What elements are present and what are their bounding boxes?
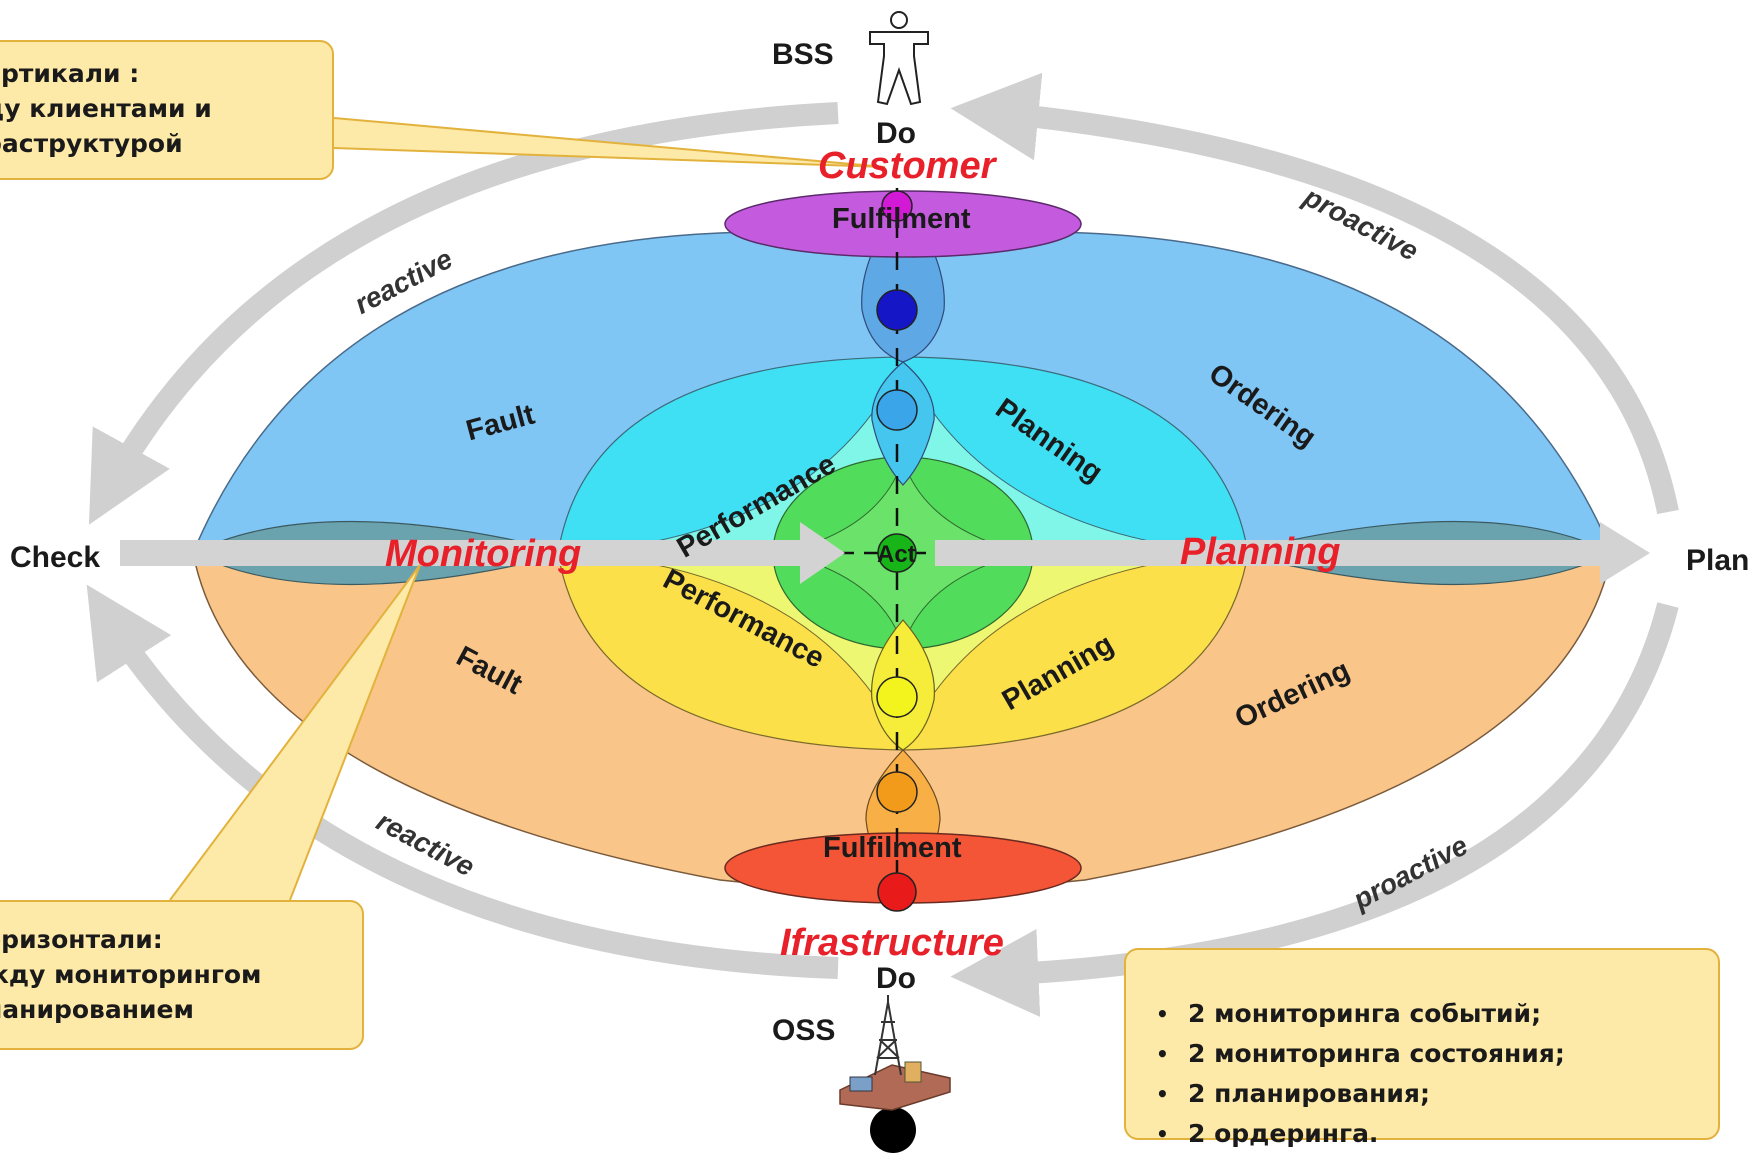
plan-label: Plan <box>1686 544 1749 577</box>
bullet-icon: • <box>1156 1042 1169 1066</box>
summary-item-text: 2 планирования; <box>1188 1079 1430 1108</box>
do-bottom-label: Do <box>876 962 916 995</box>
check-label: Check <box>10 541 100 574</box>
horizontal-callout: оризонтали: жду мониторингом ланирование… <box>0 900 364 1050</box>
vertical-callout-line-3: раструктурой <box>0 129 183 158</box>
bullet-icon: • <box>1156 1002 1169 1026</box>
node-lower-yellow <box>876 676 918 718</box>
bss-label: BSS <box>772 38 834 71</box>
infrastructure-label: Ifrastructure <box>780 922 1004 964</box>
do-top-label: Do <box>876 117 916 150</box>
bullet-icon: • <box>1156 1082 1169 1106</box>
vertical-callout-line-2: ду клиентами и <box>0 94 212 123</box>
arrow-top-right <box>950 72 1679 515</box>
horizontal-callout-line-1: оризонтали: <box>0 925 163 954</box>
fulfilment-top-label: Fulfilment <box>832 203 971 235</box>
node-lower-orange <box>876 771 918 813</box>
node-upper-cyan <box>876 389 918 431</box>
node-fulfilment-bottom <box>877 872 917 912</box>
horizontal-callout-line-2: жду мониторингом <box>0 960 262 989</box>
customer-label: Customer <box>818 145 998 187</box>
summary-item: • 2 мониторинга событий; <box>1148 994 1718 1034</box>
node-act <box>877 533 917 573</box>
arrow-bottom-left <box>86 584 839 979</box>
summary-item-text: 2 мониторинга состояния; <box>1188 1039 1565 1068</box>
bullet-icon: • <box>1156 1122 1169 1146</box>
monitoring-arrow <box>120 522 845 584</box>
fulfilment-bottom-label: Fulfilment <box>823 832 962 864</box>
horizontal-callout-line-3: ланированием <box>0 995 194 1024</box>
node-fulfilment-top <box>881 190 913 222</box>
radio-tower-icon <box>839 995 951 1111</box>
summary-item: • 2 мониторинга состояния; <box>1148 1034 1718 1074</box>
act-label: Act <box>877 541 916 568</box>
vertical-callout-line-1: ертикали : <box>0 59 140 88</box>
summary-item: • 2 ордеринга. <box>1148 1114 1718 1154</box>
oss-label: OSS <box>772 1014 835 1047</box>
top-callout-leader <box>333 117 886 168</box>
planning-label: Planning <box>1180 531 1340 573</box>
arrow-top-left <box>88 102 839 525</box>
summary-item-text: 2 ордеринга. <box>1188 1119 1379 1148</box>
person-icon <box>869 11 929 106</box>
summary-list: • 2 мониторинга событий; • 2 мониторинга с… <box>1148 994 1718 1154</box>
summary-item: • 2 планирования; <box>1148 1074 1718 1114</box>
node-upper-blue <box>876 289 918 331</box>
monitoring-label: Monitoring <box>385 533 581 575</box>
summary-callout: • 2 мониторинга событий; • 2 мониторинга с… <box>1124 948 1720 1148</box>
node-oss-base <box>870 1107 916 1153</box>
bottom-callout-leader <box>169 564 421 901</box>
fulfilment-top-lens <box>724 190 1082 258</box>
vertical-callout: ертикали : ду клиентами и раструктурой <box>0 40 334 180</box>
summary-item-text: 2 мониторинга событий; <box>1188 999 1542 1028</box>
planning-arrow <box>935 522 1650 584</box>
